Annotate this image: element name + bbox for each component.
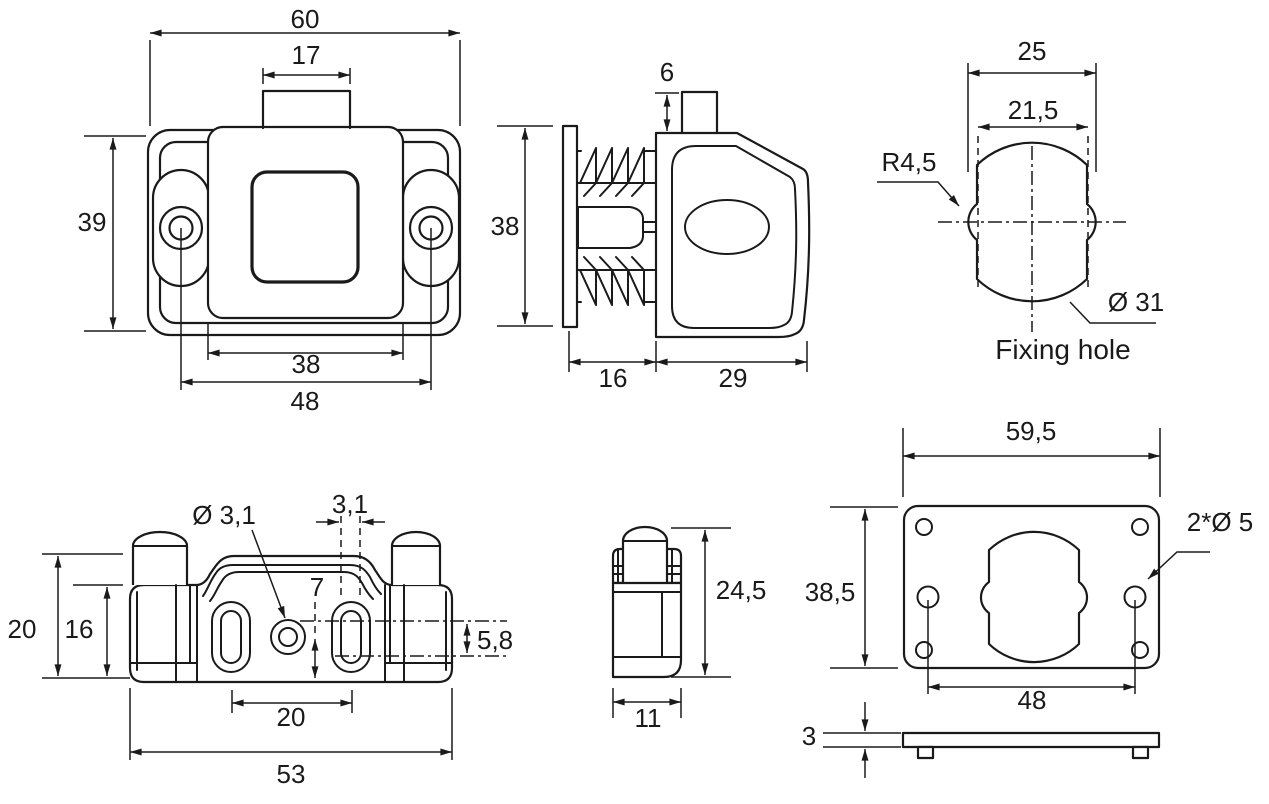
- front-view-geometry: [146, 89, 462, 337]
- center-lines: [938, 146, 1126, 332]
- plate-foot: [916, 745, 935, 760]
- fixing-hole-caption: Fixing hole: [995, 334, 1130, 365]
- fixing-hole-view: 25 21,5 R4,5 Ø 31 Fixing hole: [877, 36, 1164, 365]
- dim-front-overall-width: 60: [291, 4, 320, 34]
- keeper-side-view: 24,5 11: [611, 525, 767, 733]
- dim-keeper-overall-height: 20: [8, 614, 37, 644]
- right-post: [390, 530, 442, 585]
- plunger: [577, 206, 659, 249]
- keeper-front-view: 20 16 Ø 3,1 3,1 7 5,8 20 53: [8, 489, 514, 789]
- keeper-side-dimensions: 24,5 11: [612, 527, 767, 733]
- keeper-side-body: [611, 581, 683, 679]
- keeper-side-geometry: [611, 525, 683, 679]
- dim-plate-hole-spacing: 48: [1018, 685, 1047, 715]
- side-body-outline: [654, 131, 811, 339]
- corner-hole: [915, 641, 933, 659]
- plate-edge-view: [901, 731, 1161, 749]
- center-hole: [270, 619, 306, 655]
- corner-hole: [915, 518, 933, 536]
- plate-foot: [1131, 745, 1150, 760]
- dim-plate-thickness: 3: [802, 721, 816, 751]
- button-recess-outline: [250, 170, 360, 284]
- grip-recess: [684, 199, 770, 255]
- dim-hole-diameter: Ø 31: [1108, 287, 1164, 317]
- top-barbed-pin: [576, 147, 659, 197]
- fixing-hole-dimensions: 25 21,5 R4,5 Ø 31 Fixing hole: [877, 36, 1164, 365]
- dim-side-body-depth: 29: [719, 363, 748, 393]
- dim-front-body-width: 38: [292, 349, 321, 379]
- dim-front-height: 39: [78, 207, 107, 237]
- side-button-outline: [680, 90, 719, 135]
- push-button-outline: [261, 89, 352, 130]
- bottom-barbed-pin: [576, 256, 659, 306]
- dim-side-height: 38: [491, 211, 520, 241]
- dim-keeper-hole-diameter: Ø 3,1: [192, 500, 256, 530]
- dim-notch-radius: R4,5: [882, 147, 937, 177]
- keeper-body-outline: [128, 554, 454, 684]
- dim-hole-flat-width: 21,5: [1008, 95, 1059, 125]
- left-post: [131, 530, 189, 585]
- dim-hole-outer-width: 25: [1018, 36, 1047, 66]
- front-view-dimensions: 60 17 39 38 48: [78, 4, 461, 416]
- dim-keeper-overall-width: 53: [277, 759, 306, 789]
- plate-view: 59,5 38,5 2*Ø 5 48 3: [802, 416, 1253, 778]
- dim-side-pin-length: 16: [599, 363, 628, 393]
- corner-hole: [1131, 641, 1149, 659]
- dim-plate-overall-height: 38,5: [805, 577, 856, 607]
- dim-front-screw-spacing: 48: [291, 386, 320, 416]
- dim-keeper-slot-width: 3,1: [332, 489, 368, 519]
- corner-hole: [1131, 518, 1149, 536]
- plate-geometry: [901, 504, 1161, 760]
- mounting-flange-edge: [561, 124, 579, 329]
- dim-plate-screw-holes: 2*Ø 5: [1187, 507, 1254, 537]
- dim-keeper-body-height: 16: [65, 614, 94, 644]
- keeper-front-dimensions: 20 16 Ø 3,1 3,1 7 5,8 20 53: [8, 489, 514, 789]
- side-view: 6 38 16 29: [491, 57, 811, 393]
- right-slot: [331, 601, 371, 673]
- plate-cutout: [979, 530, 1089, 664]
- dim-side-button-protrusion: 6: [660, 57, 674, 87]
- keeper-side-post: [621, 525, 669, 583]
- dim-front-button-width: 17: [292, 40, 321, 70]
- dim-keeper-slot-spacing: 20: [277, 702, 306, 732]
- plate-outline: [902, 504, 1161, 670]
- latch-body-outline: [206, 125, 405, 320]
- side-view-dimensions: 6 38 16 29: [491, 57, 808, 393]
- front-view: 60 17 39 38 48: [78, 4, 462, 416]
- dim-keeper-lip-height: 5,8: [477, 625, 513, 655]
- dim-keeper-side-height: 24,5: [716, 575, 767, 605]
- side-view-geometry: [561, 90, 811, 339]
- dim-keeper-side-depth: 11: [635, 703, 662, 733]
- plate-dimensions: 59,5 38,5 2*Ø 5 48 3: [802, 416, 1253, 778]
- dim-plate-overall-width: 59,5: [1006, 416, 1057, 446]
- dim-keeper-hole-to-bottom: 7: [310, 572, 324, 602]
- keeper-front-geometry: [128, 530, 507, 684]
- fixing-hole-outline: [967, 141, 1097, 303]
- left-slot: [211, 601, 251, 673]
